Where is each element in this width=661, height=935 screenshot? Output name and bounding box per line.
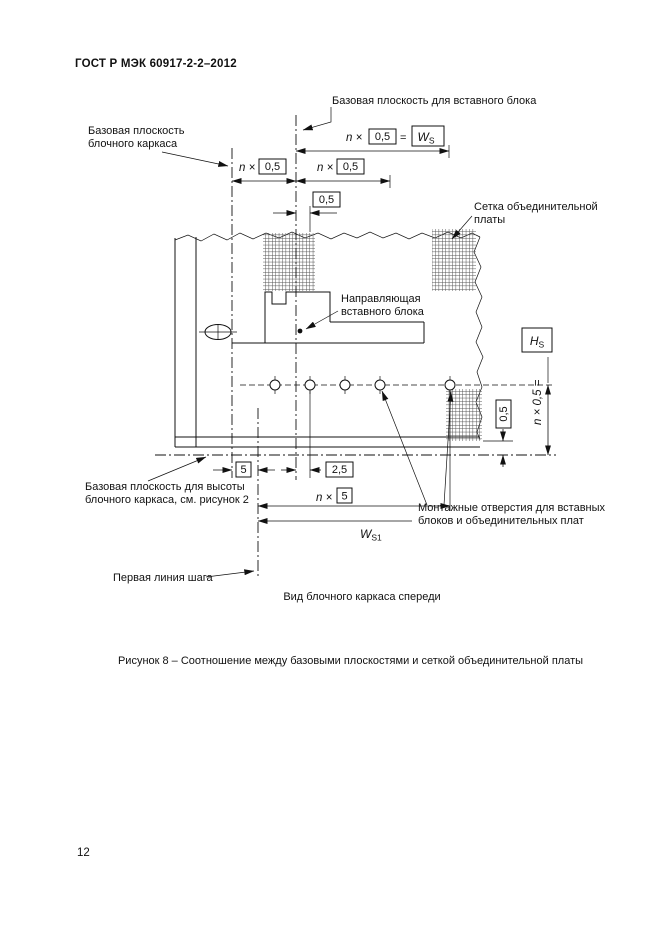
label-text: Первая линия шага [113, 572, 214, 584]
dimension-hs: HS n × 0,5 = 0,5 [483, 327, 553, 467]
label-text: Сетка объединительной [474, 201, 598, 213]
dim-value-25: 2,5 [332, 464, 347, 476]
label-base-plane-plugin: Базовая плоскость для вставного блока [302, 95, 537, 131]
dim-value-05: 0,5 [265, 161, 280, 173]
dim-n-times: n × [317, 162, 334, 174]
dimension-pitch-row: n × 0,5 n × 0,5 [231, 158, 391, 188]
label-base-plane-height: Базовая плоскость для высоты блочного ка… [85, 456, 249, 506]
plugin-guide-profile [232, 291, 425, 344]
mounting-hole [444, 379, 456, 391]
dim-value-05: 0,5 [375, 131, 390, 143]
datum-lines [155, 115, 556, 577]
label-plugin-guide: Направляющая вставного блока [305, 293, 425, 330]
mounting-holes [269, 376, 456, 394]
label-text: блочного каркаса, см. рисунок 2 [85, 494, 249, 506]
dim-value-05: 0,5 [343, 161, 358, 173]
dimension-ws: n × 0,5 = WS [295, 125, 450, 158]
page-number: 12 [77, 847, 90, 859]
grid-area-top-center [263, 233, 315, 291]
label-text: платы [474, 214, 505, 226]
dim-n-times: n × [316, 492, 333, 504]
dim-box-05 [312, 191, 341, 208]
document-header: ГОСТ Р МЭК 60917-2-2–2012 [75, 58, 237, 70]
mounting-hole [304, 379, 316, 391]
grid-area-bottom-right [446, 389, 482, 441]
label-text: Базовая плоскость для высоты [85, 481, 245, 493]
dim-box-05-vertical [495, 399, 512, 429]
view-title: Вид блочного каркаса спереди [283, 591, 440, 603]
left-slot-hole [199, 324, 237, 340]
guide-reference-dot [297, 328, 303, 334]
dim-value-5: 5 [240, 464, 246, 476]
dim-box-5 [235, 461, 252, 478]
subrack-outline [174, 231, 484, 448]
label-text: блочного каркаса [88, 138, 178, 150]
mounting-hole [269, 379, 281, 391]
mounting-hole [374, 379, 386, 391]
dim-value-hs: HS [530, 334, 545, 350]
dim-value-05: 0,5 [498, 406, 510, 421]
label-mounting-holes: Монтажные отверстия для вставных блоков … [381, 390, 606, 527]
grid-area-top-right [432, 229, 476, 291]
dim-box-05 [258, 158, 287, 175]
dim-box-05 [336, 158, 365, 175]
backplane-grid-areas [263, 229, 482, 441]
label-text: Монтажные отверстия для вставных [418, 502, 606, 514]
dim-value-5: 5 [341, 491, 347, 503]
dimension-n-times-5: n × 5 [257, 391, 451, 510]
label-text: Направляющая [341, 293, 421, 305]
dimension-half-module: 0,5 [273, 191, 341, 232]
dim-value-ws1: WS1 [360, 527, 382, 543]
label-text: Базовая плоскость [88, 125, 185, 137]
dim-n-times: n × [346, 132, 363, 144]
figure-diagram: n × 0,5 = WS n × 0,5 n × 0,5 0,5 [85, 95, 606, 603]
dim-n05-vertical: n × 0,5 = [532, 379, 544, 425]
figure-caption: Рисунок 8 – Соотношение между базовыми п… [117, 655, 584, 667]
dim-box-05 [368, 128, 397, 145]
dim-n-times: n × [239, 162, 256, 174]
dim-value-05: 0,5 [319, 194, 334, 206]
dimension-2-5: 2,5 [281, 391, 354, 478]
dimension-ws1: WS1 [257, 518, 412, 543]
dim-box-25 [325, 461, 354, 478]
dim-value-ws: WS [418, 130, 435, 146]
dimension-5: 5 [213, 461, 275, 478]
mounting-hole [339, 379, 351, 391]
label-text: вставного блока [341, 306, 425, 318]
label-text: Базовая плоскость для вставного блока [332, 95, 537, 107]
dim-box-ws [411, 125, 445, 147]
dim-equals: = [400, 132, 406, 144]
label-base-plane-subrack: Базовая плоскость блочного каркаса [88, 125, 229, 167]
label-text: блоков и объединительных плат [418, 515, 584, 527]
label-first-pitch-line: Первая линия шага [113, 569, 255, 584]
label-backplane-grid: Сетка объединительной платы [451, 201, 598, 240]
dim-box-hs [521, 327, 553, 353]
